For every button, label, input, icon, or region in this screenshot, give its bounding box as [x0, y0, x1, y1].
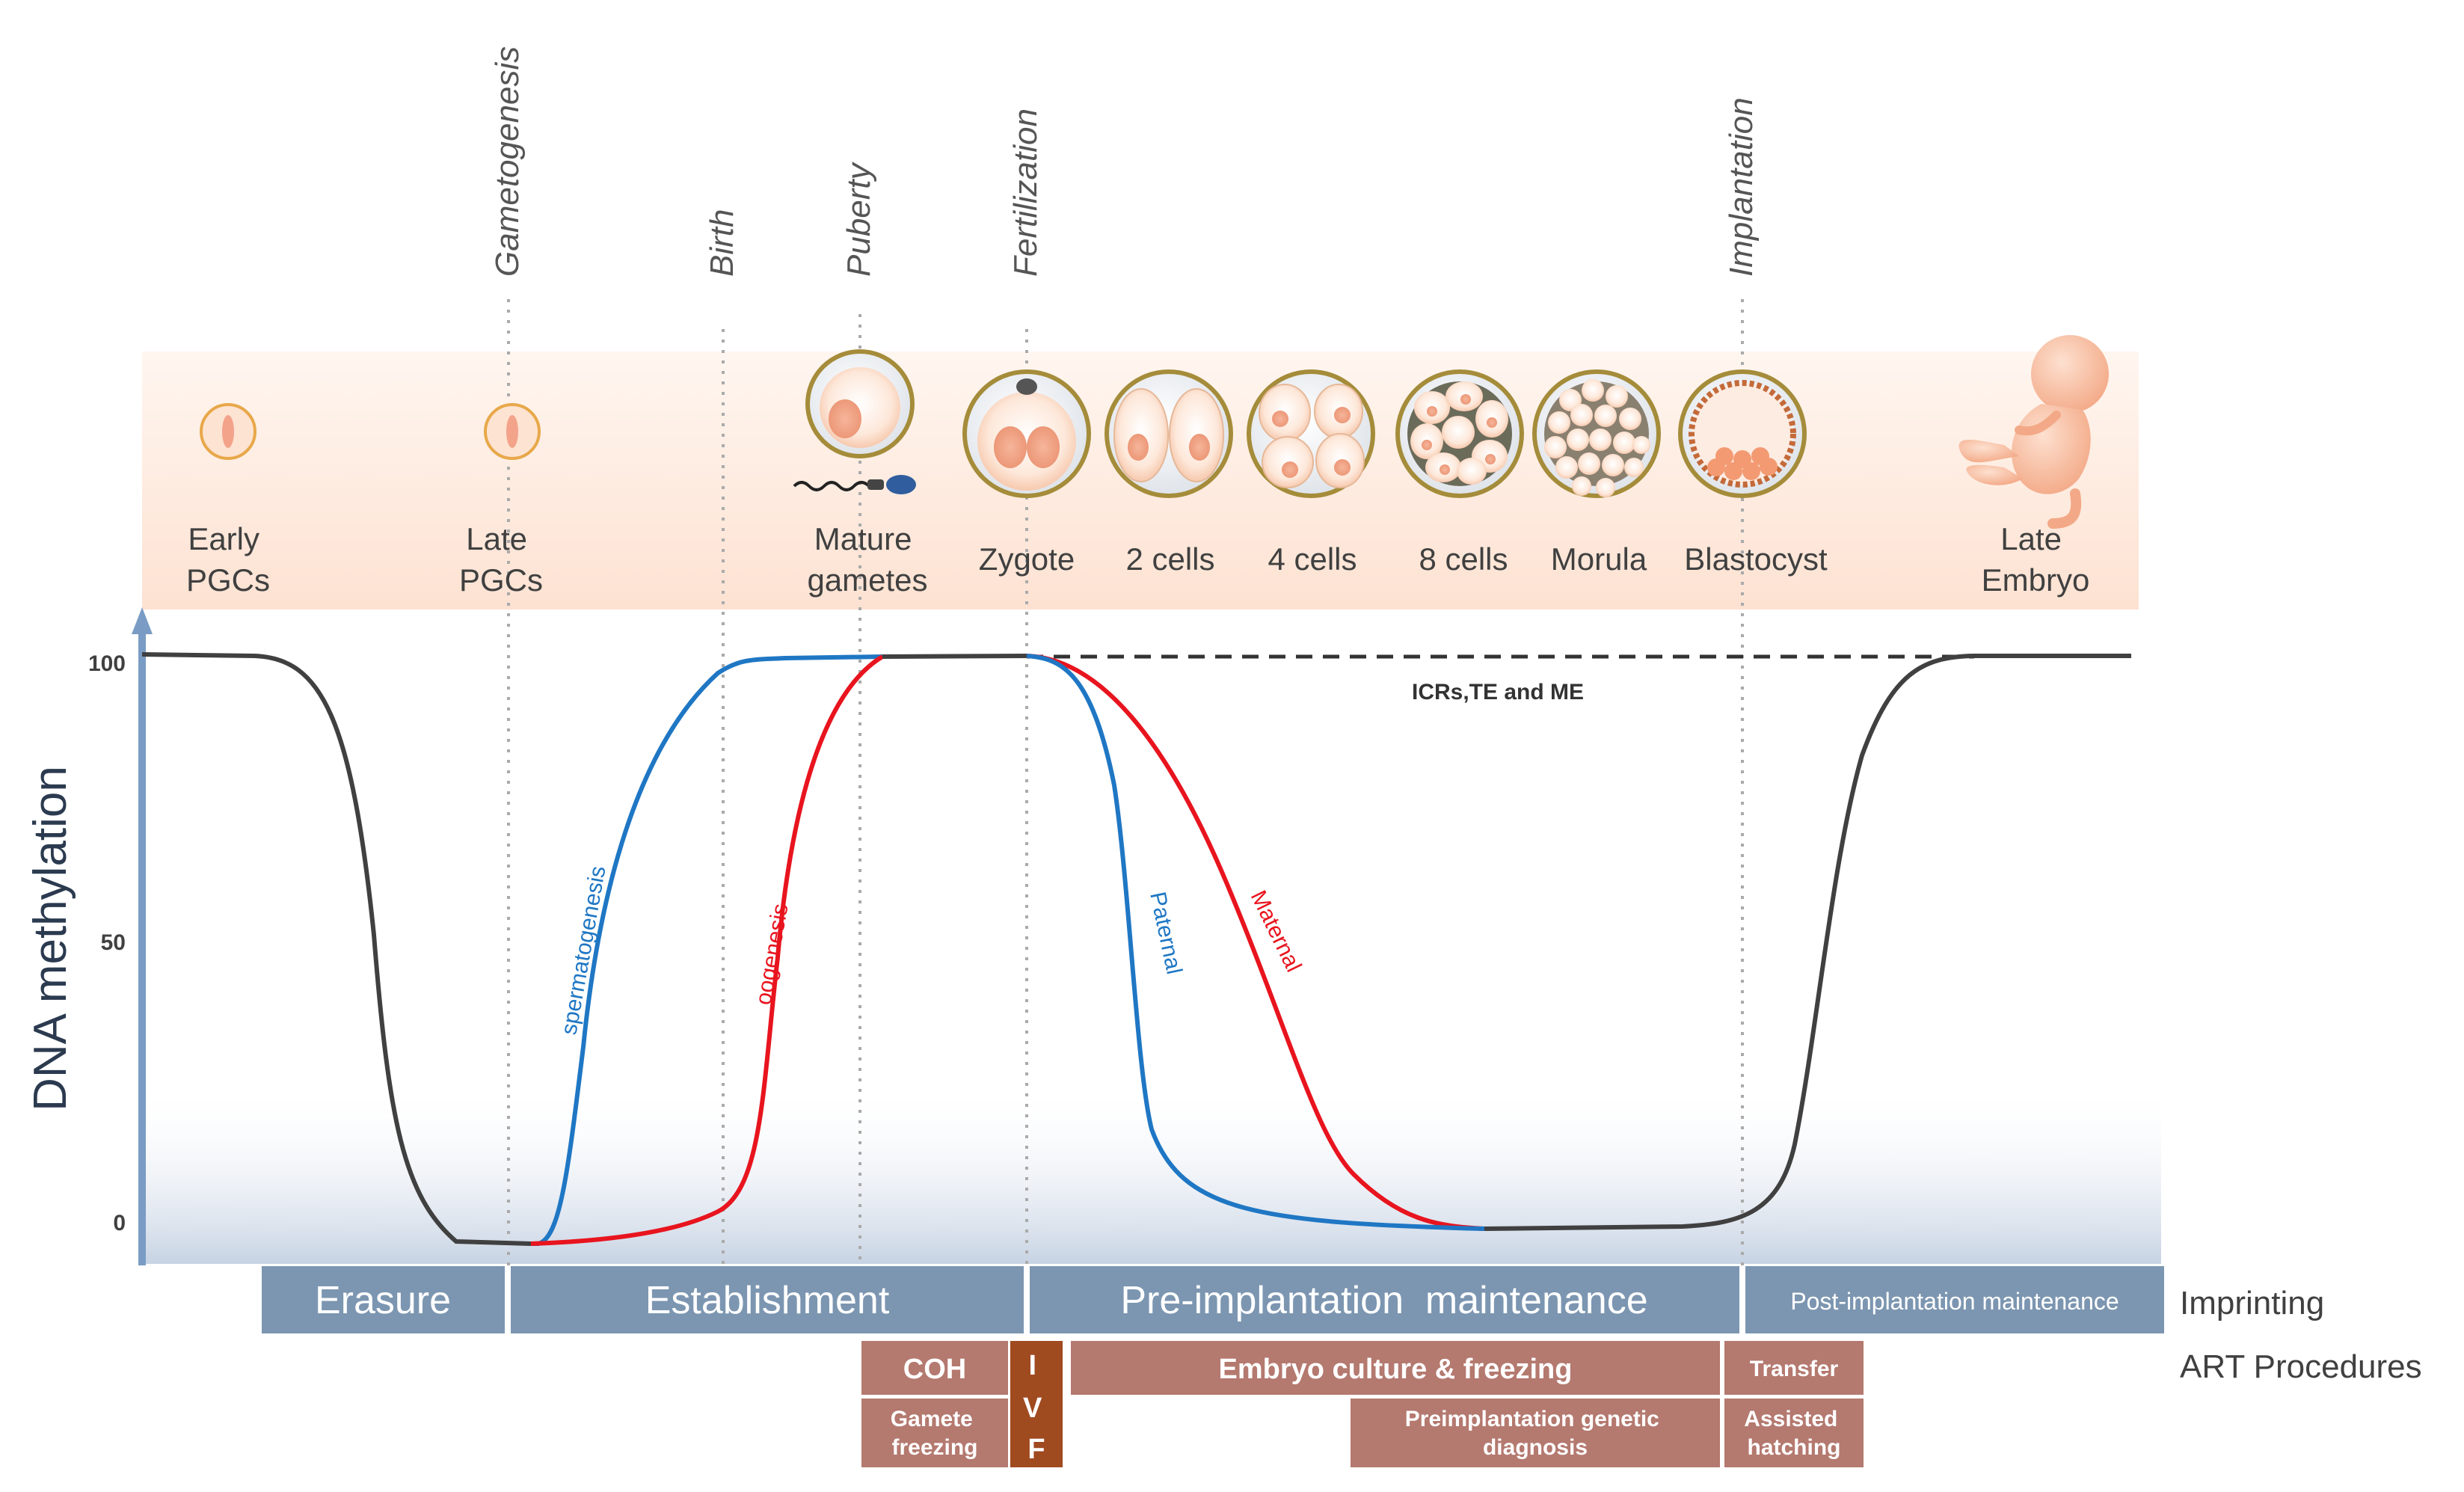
- gamete-to-zygote-line: [882, 654, 1027, 659]
- imprinting-erasure-block: [262, 1266, 505, 1333]
- eight-cells-icon: [1395, 369, 1524, 498]
- art-transfer-block: [1724, 1341, 1864, 1395]
- morula-icon: [1532, 369, 1661, 498]
- y-tick-50: 50: [101, 930, 126, 955]
- zygote-icon: [962, 369, 1091, 498]
- four-cells-icon: [1247, 369, 1375, 498]
- art-ivf-block: [1010, 1341, 1063, 1467]
- art-assisted-hatching-block: [1724, 1399, 1864, 1467]
- y-axis-arrow: [132, 607, 153, 634]
- art-coh-block: [861, 1341, 1008, 1395]
- early-pgc-cell-icon: [200, 403, 256, 460]
- imprinted-loci-label: ICRs,TE and ME: [1412, 680, 1584, 704]
- oogenesis-curve: [530, 654, 884, 1246]
- stage-label-zygote: Zygote: [979, 541, 1075, 577]
- art-transfer-label: Transfer: [1750, 1357, 1839, 1381]
- paternal-label: Paternal: [1145, 890, 1187, 977]
- art-pgd-block: [1351, 1399, 1720, 1467]
- stage-label-2-cells: 2 cells: [1125, 541, 1214, 577]
- imprinting-preimplantation-block: [1030, 1266, 1739, 1333]
- stage-label-late-pgcs: Late PGCs: [459, 521, 543, 598]
- imprinting-row-label: Imprinting: [2180, 1285, 2324, 1321]
- y-tick-0: 0: [113, 1211, 126, 1235]
- sperm-icon: [793, 475, 916, 494]
- stage-label-8-cells: 8 cells: [1419, 541, 1508, 577]
- y-tick-100: 100: [88, 651, 126, 676]
- art-embryo-culture-label: Embryo culture & freezing: [1219, 1354, 1573, 1385]
- imprinting-erasure-label: Erasure: [315, 1279, 451, 1322]
- art-row-label: ART Procedures: [2180, 1348, 2422, 1385]
- art-coh-label: COH: [903, 1354, 966, 1385]
- mature-oocyte-icon: [805, 349, 915, 458]
- stage-label-4-cells: 4 cells: [1268, 541, 1357, 577]
- oogenesis-label: oogenesis: [751, 902, 793, 1007]
- imprinting-establishment-block: [511, 1266, 1024, 1333]
- event-puberty: Puberty: [841, 161, 877, 277]
- stage-label-blastocyst: Blastocyst: [1684, 541, 1828, 577]
- global-methylation-curve-erasure: [141, 652, 532, 1246]
- event-implantation: Implantation: [1723, 97, 1760, 277]
- spermatogenesis-label: spermatogenesis: [556, 864, 610, 1037]
- art-pgd-label: Preimplantation genetic diagnosis: [1405, 1407, 1665, 1460]
- imprinting-postimplantation-block: [1745, 1266, 2164, 1333]
- art-ivf-label: I V F: [1023, 1350, 1050, 1465]
- two-cells-icon: [1105, 369, 1233, 498]
- y-axis-label: DNA methylation: [25, 766, 76, 1111]
- imprinting-establishment-label: Establishment: [645, 1279, 890, 1322]
- event-gametogenesis: Gametogenesis: [489, 46, 526, 277]
- event-birth: Birth: [704, 209, 740, 277]
- spermatogenesis-curve: [531, 654, 883, 1246]
- event-fertilization: Fertilization: [1007, 108, 1044, 277]
- imprinting-postimplantation-label: Post-implantation maintenance: [1790, 1288, 2119, 1315]
- art-embryo-culture-block: [1071, 1341, 1720, 1395]
- stage-label-morula: Morula: [1551, 541, 1647, 577]
- stage-label-late-embryo: Late Embryo: [1982, 521, 2090, 598]
- late-pgc-cell-icon: [484, 403, 541, 460]
- stage-label-early-pgcs: Early PGCs: [186, 521, 270, 598]
- maternal-curve: [1026, 654, 1485, 1231]
- imprinting-preimplantation-label: Pre-implantation maintenance: [1120, 1279, 1647, 1322]
- blastocyst-icon: [1678, 369, 1807, 498]
- low-methylation-shade: [142, 1084, 2161, 1264]
- art-assisted-hatching-label: Assisted hatching: [1744, 1407, 1843, 1460]
- stage-label-mature-gametes: Mature gametes: [807, 521, 927, 598]
- paternal-curve: [1026, 654, 1485, 1231]
- art-gamete-freezing-label: Gamete freezing: [891, 1407, 979, 1460]
- global-methylation-curve-reestablishment: [1484, 654, 2131, 1231]
- late-embryo-icon: [1958, 335, 2109, 529]
- art-gamete-freezing-block: [861, 1399, 1008, 1467]
- maternal-label: Maternal: [1246, 887, 1306, 976]
